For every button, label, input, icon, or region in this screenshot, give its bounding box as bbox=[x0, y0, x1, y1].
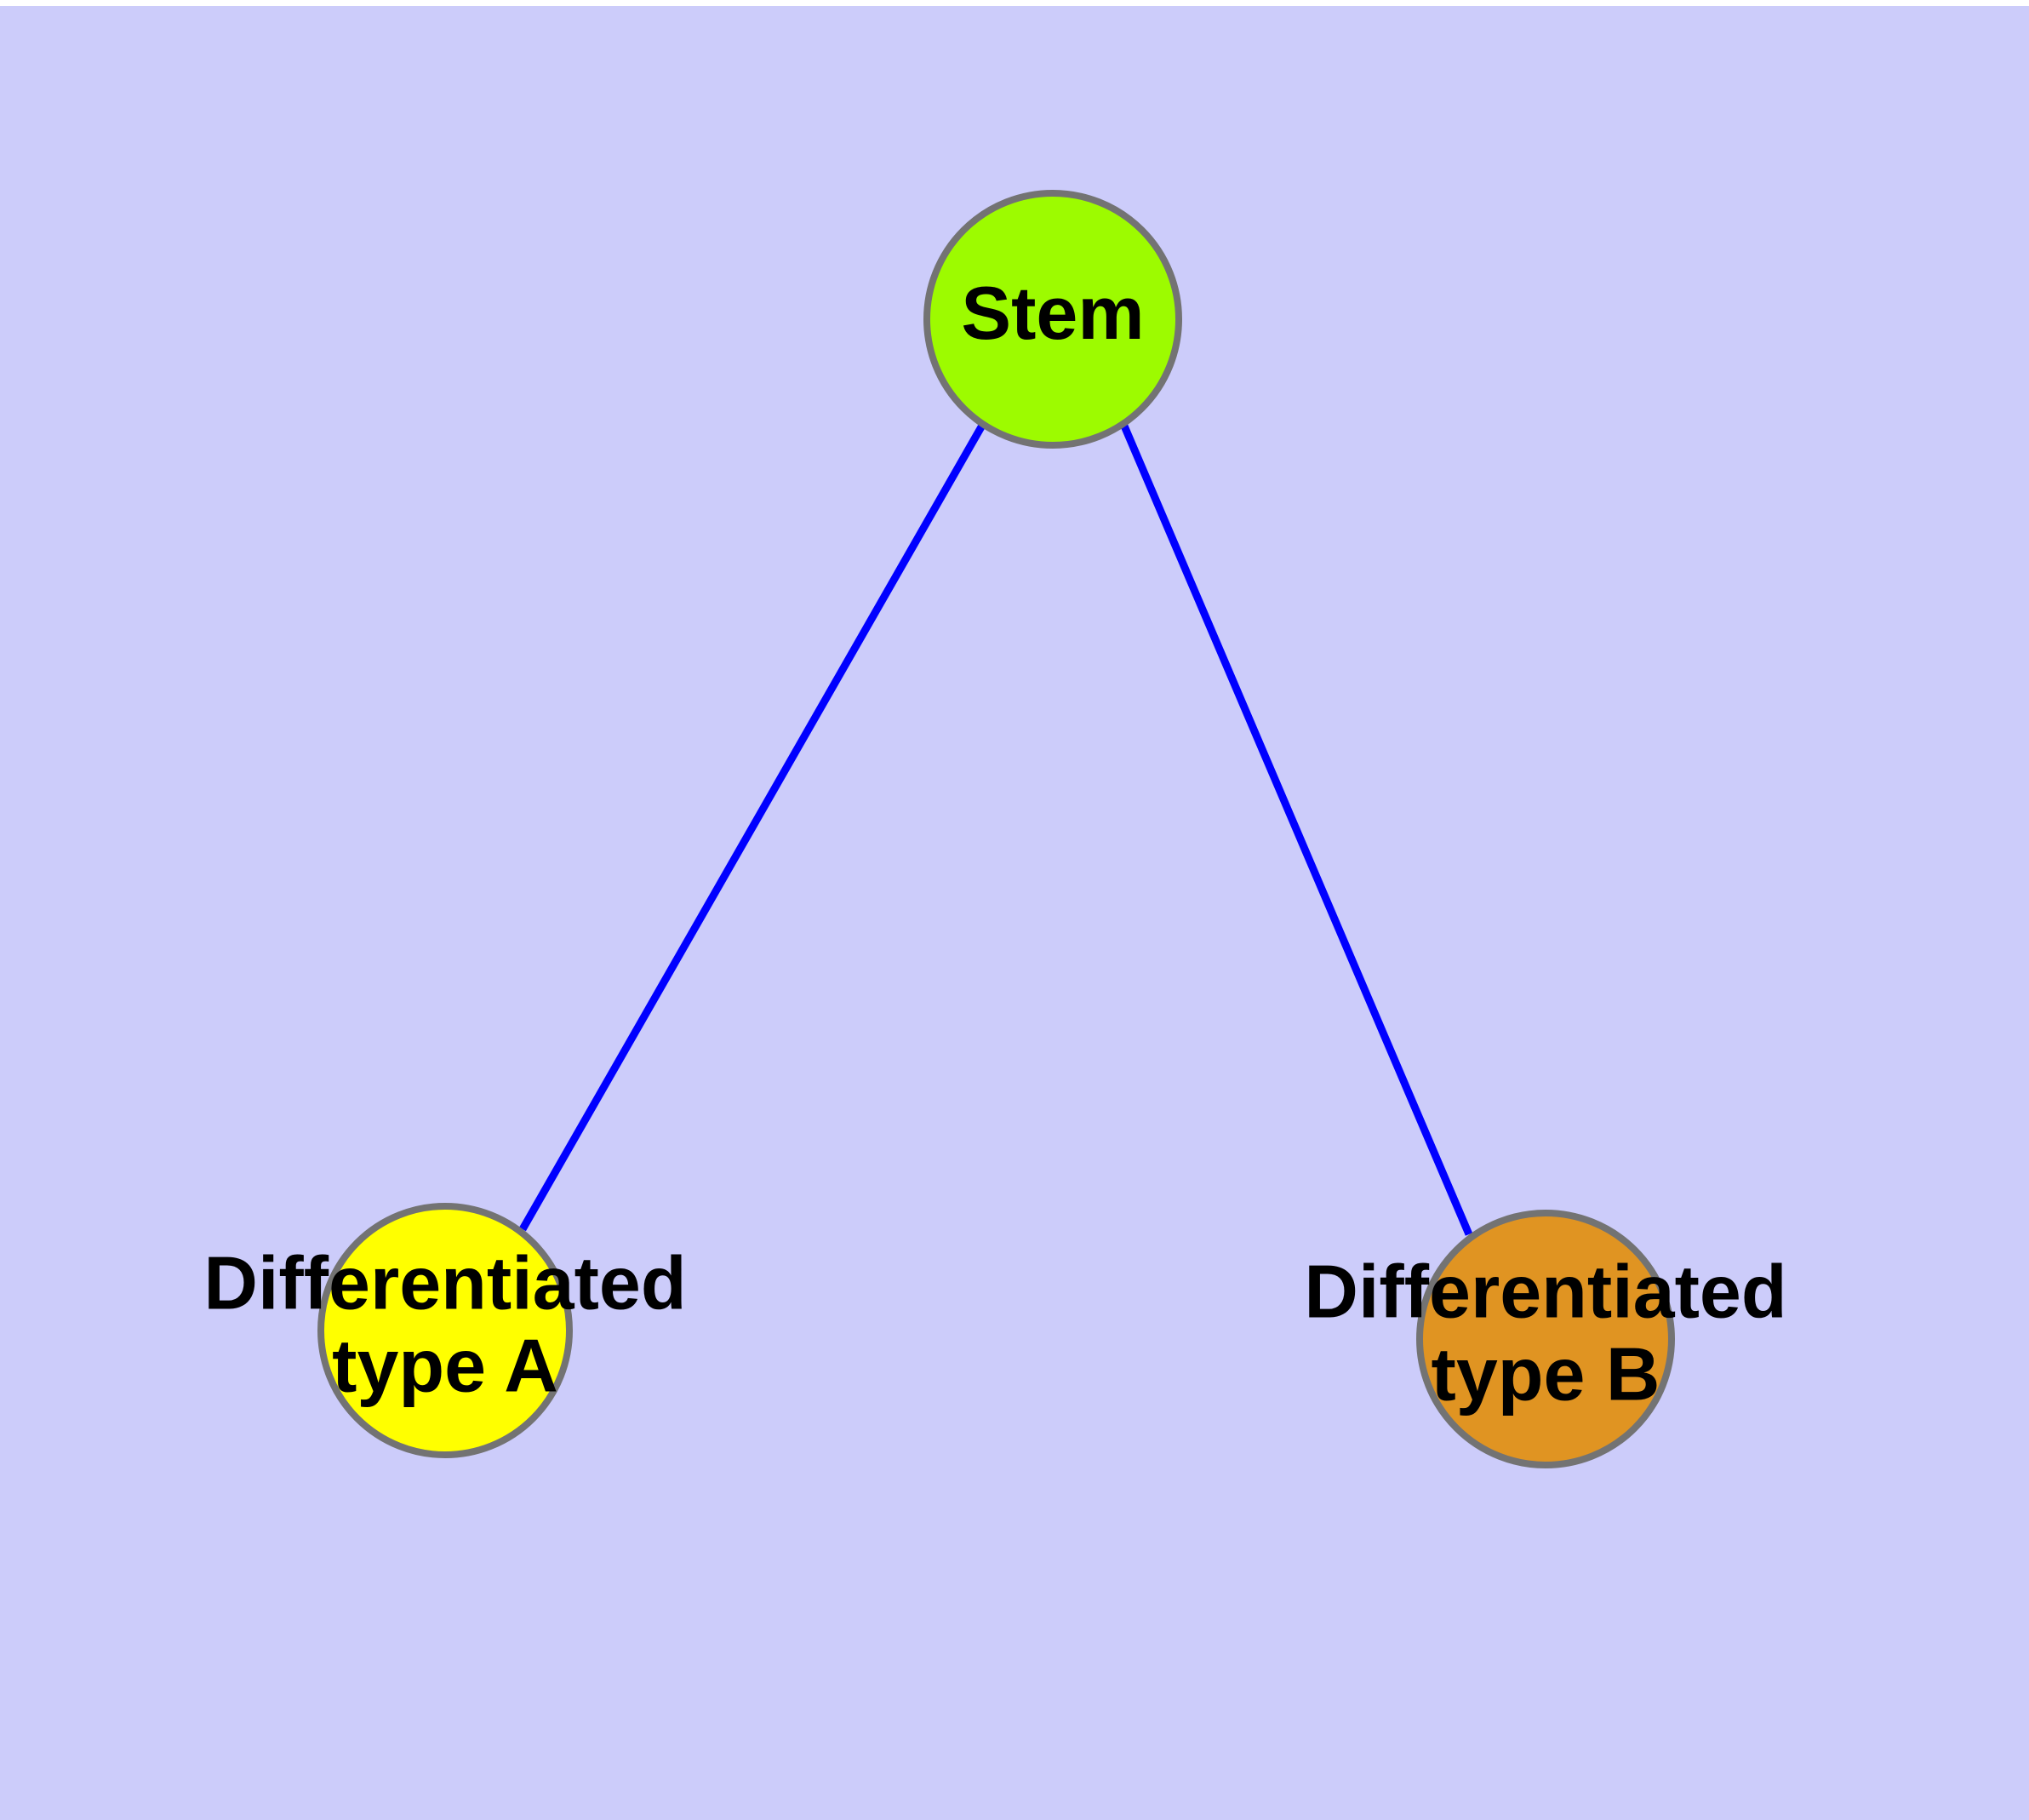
node-diff_a[interactable] bbox=[317, 1203, 573, 1458]
node-diff_b[interactable] bbox=[1416, 1210, 1675, 1468]
edge-stem-to-diff_a bbox=[519, 421, 986, 1232]
node-stem[interactable] bbox=[923, 190, 1182, 449]
node-label-line: type B bbox=[1432, 1332, 1660, 1417]
node-label-line: Differentiated bbox=[1304, 1250, 1786, 1334]
node-label-line: Stem bbox=[961, 271, 1144, 355]
node-label-line: type A bbox=[332, 1324, 558, 1408]
edges-layer bbox=[519, 421, 1473, 1236]
nodes-layer bbox=[317, 190, 1675, 1468]
node-label-line: Differentiated bbox=[203, 1241, 686, 1325]
edge-stem-to-diff_b bbox=[1119, 422, 1473, 1236]
node-label-stem: Stem bbox=[961, 271, 1144, 355]
